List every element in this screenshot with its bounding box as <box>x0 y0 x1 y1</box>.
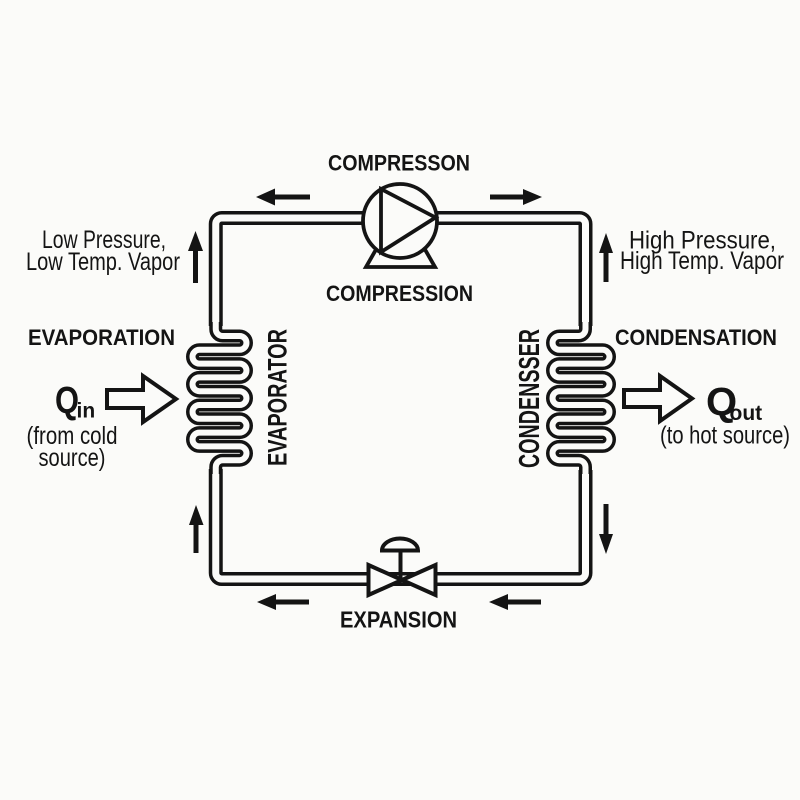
svg-text:source): source) <box>39 444 106 472</box>
svg-text:out: out <box>730 402 763 425</box>
svg-text:Q: Q <box>55 380 79 422</box>
svg-text:(to hot source): (to hot source) <box>660 422 790 450</box>
svg-text:Low Pressure,: Low Pressure, <box>42 226 166 254</box>
svg-text:CONDENSSER: CONDENSSER <box>514 329 546 468</box>
svg-text:High Pressure,: High Pressure, <box>629 227 776 255</box>
svg-text:Q: Q <box>706 380 737 424</box>
svg-text:CONDENSATION: CONDENSATION <box>615 325 777 350</box>
svg-text:(from cold: (from cold <box>27 422 118 450</box>
svg-text:COMPRESSON: COMPRESSON <box>328 151 470 176</box>
svg-text:EXPANSION: EXPANSION <box>340 607 457 633</box>
svg-text:in: in <box>77 400 96 423</box>
svg-text:EVAPORATOR: EVAPORATOR <box>263 329 293 466</box>
svg-text:COMPRESSION: COMPRESSION <box>326 281 473 306</box>
svg-text:High Temp. Vapor: High Temp. Vapor <box>620 247 784 275</box>
svg-text:Low Temp. Vapor: Low Temp. Vapor <box>26 248 180 276</box>
svg-text:EVAPORATION: EVAPORATION <box>28 325 175 350</box>
